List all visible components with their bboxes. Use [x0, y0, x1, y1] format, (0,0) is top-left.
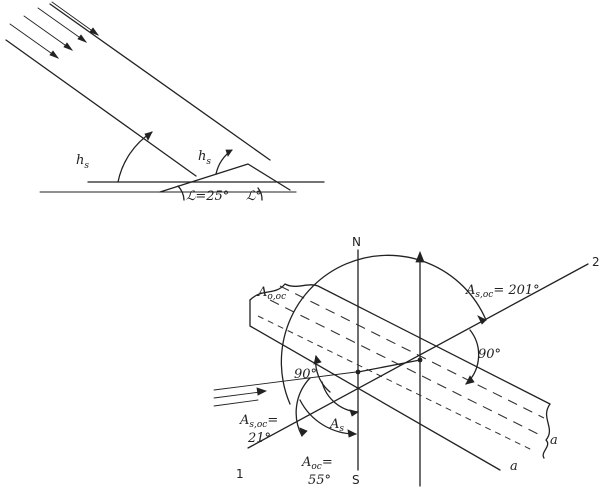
hs-angle-arc-left: [117, 131, 153, 183]
azimuth-circle-arc: [280, 254, 487, 405]
line-1-2: [247, 263, 589, 449]
sun-beam-lower-edge: [5, 39, 197, 177]
a-s-oc-21-label: As,oc=: [239, 413, 278, 430]
right-angle-arc-right: [465, 329, 480, 385]
line-one-label: 1: [236, 467, 244, 481]
a-oc-label: Aoc=: [301, 455, 333, 472]
lower-figure: N S 1 2: [213, 235, 600, 488]
end-mark-a: a: [550, 433, 558, 448]
line-two-label: 2: [592, 255, 600, 269]
south-label: S: [352, 473, 360, 487]
slope-angle-arc: [177, 185, 185, 201]
asoc-21-angle-arc: [295, 377, 311, 437]
as-angle-arc: [321, 381, 359, 413]
end-mark-b: a: [510, 459, 518, 474]
alpha-angle-arc: [257, 187, 263, 201]
hs-label-right: hs: [198, 149, 211, 167]
sun-beam-upper-edge: [49, 3, 271, 161]
right-angle-label-right: 90°: [478, 347, 501, 362]
alpha-angle-label: ℒ°: [246, 189, 262, 204]
upper-figure: hs hs ℒ=25° ℒ°: [5, 1, 325, 204]
terrain-strip: [249, 283, 551, 471]
a-oc-value: 55°: [308, 473, 331, 488]
center-connector: [357, 359, 421, 373]
north-label: N: [352, 235, 361, 249]
a-s-oc-21-value: 21°: [247, 431, 271, 446]
hs-label-left: hs: [76, 153, 89, 171]
sun-ray-arrows-lower: [213, 371, 357, 407]
slope-angle-label: ℒ=25°: [186, 189, 229, 204]
sloped-surface: [159, 163, 291, 193]
a-s-label: As: [329, 417, 344, 434]
sun-ray-arrows: [9, 1, 100, 59]
a-o-oc-label: Ao,oc: [257, 285, 286, 302]
a-s-oc-201-label: As,oc= 201°: [465, 283, 540, 300]
right-angle-label-left: 90°: [294, 367, 317, 382]
